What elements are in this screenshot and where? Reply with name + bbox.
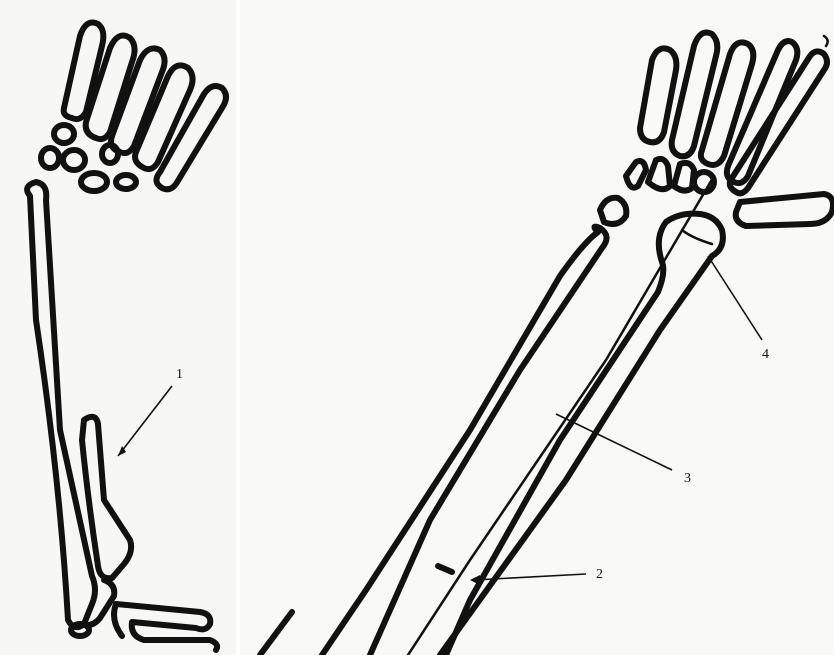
callout-3: 3: [684, 472, 691, 486]
callout-4: 4: [762, 348, 769, 362]
leader-line-1: [118, 386, 172, 456]
leader-line-3: [556, 414, 672, 470]
bottom-edge-fragments: [260, 612, 292, 655]
right-forearm: [322, 176, 723, 655]
right-carpals: [600, 159, 833, 226]
leader-line-4: [708, 256, 762, 340]
left-forearm: [27, 182, 131, 627]
leader-arrow-2: [470, 575, 480, 585]
leader-line-2: [474, 574, 586, 580]
callout-2: 2: [596, 568, 603, 582]
callout-1: 1: [176, 368, 183, 382]
left-fingers: [64, 23, 226, 190]
